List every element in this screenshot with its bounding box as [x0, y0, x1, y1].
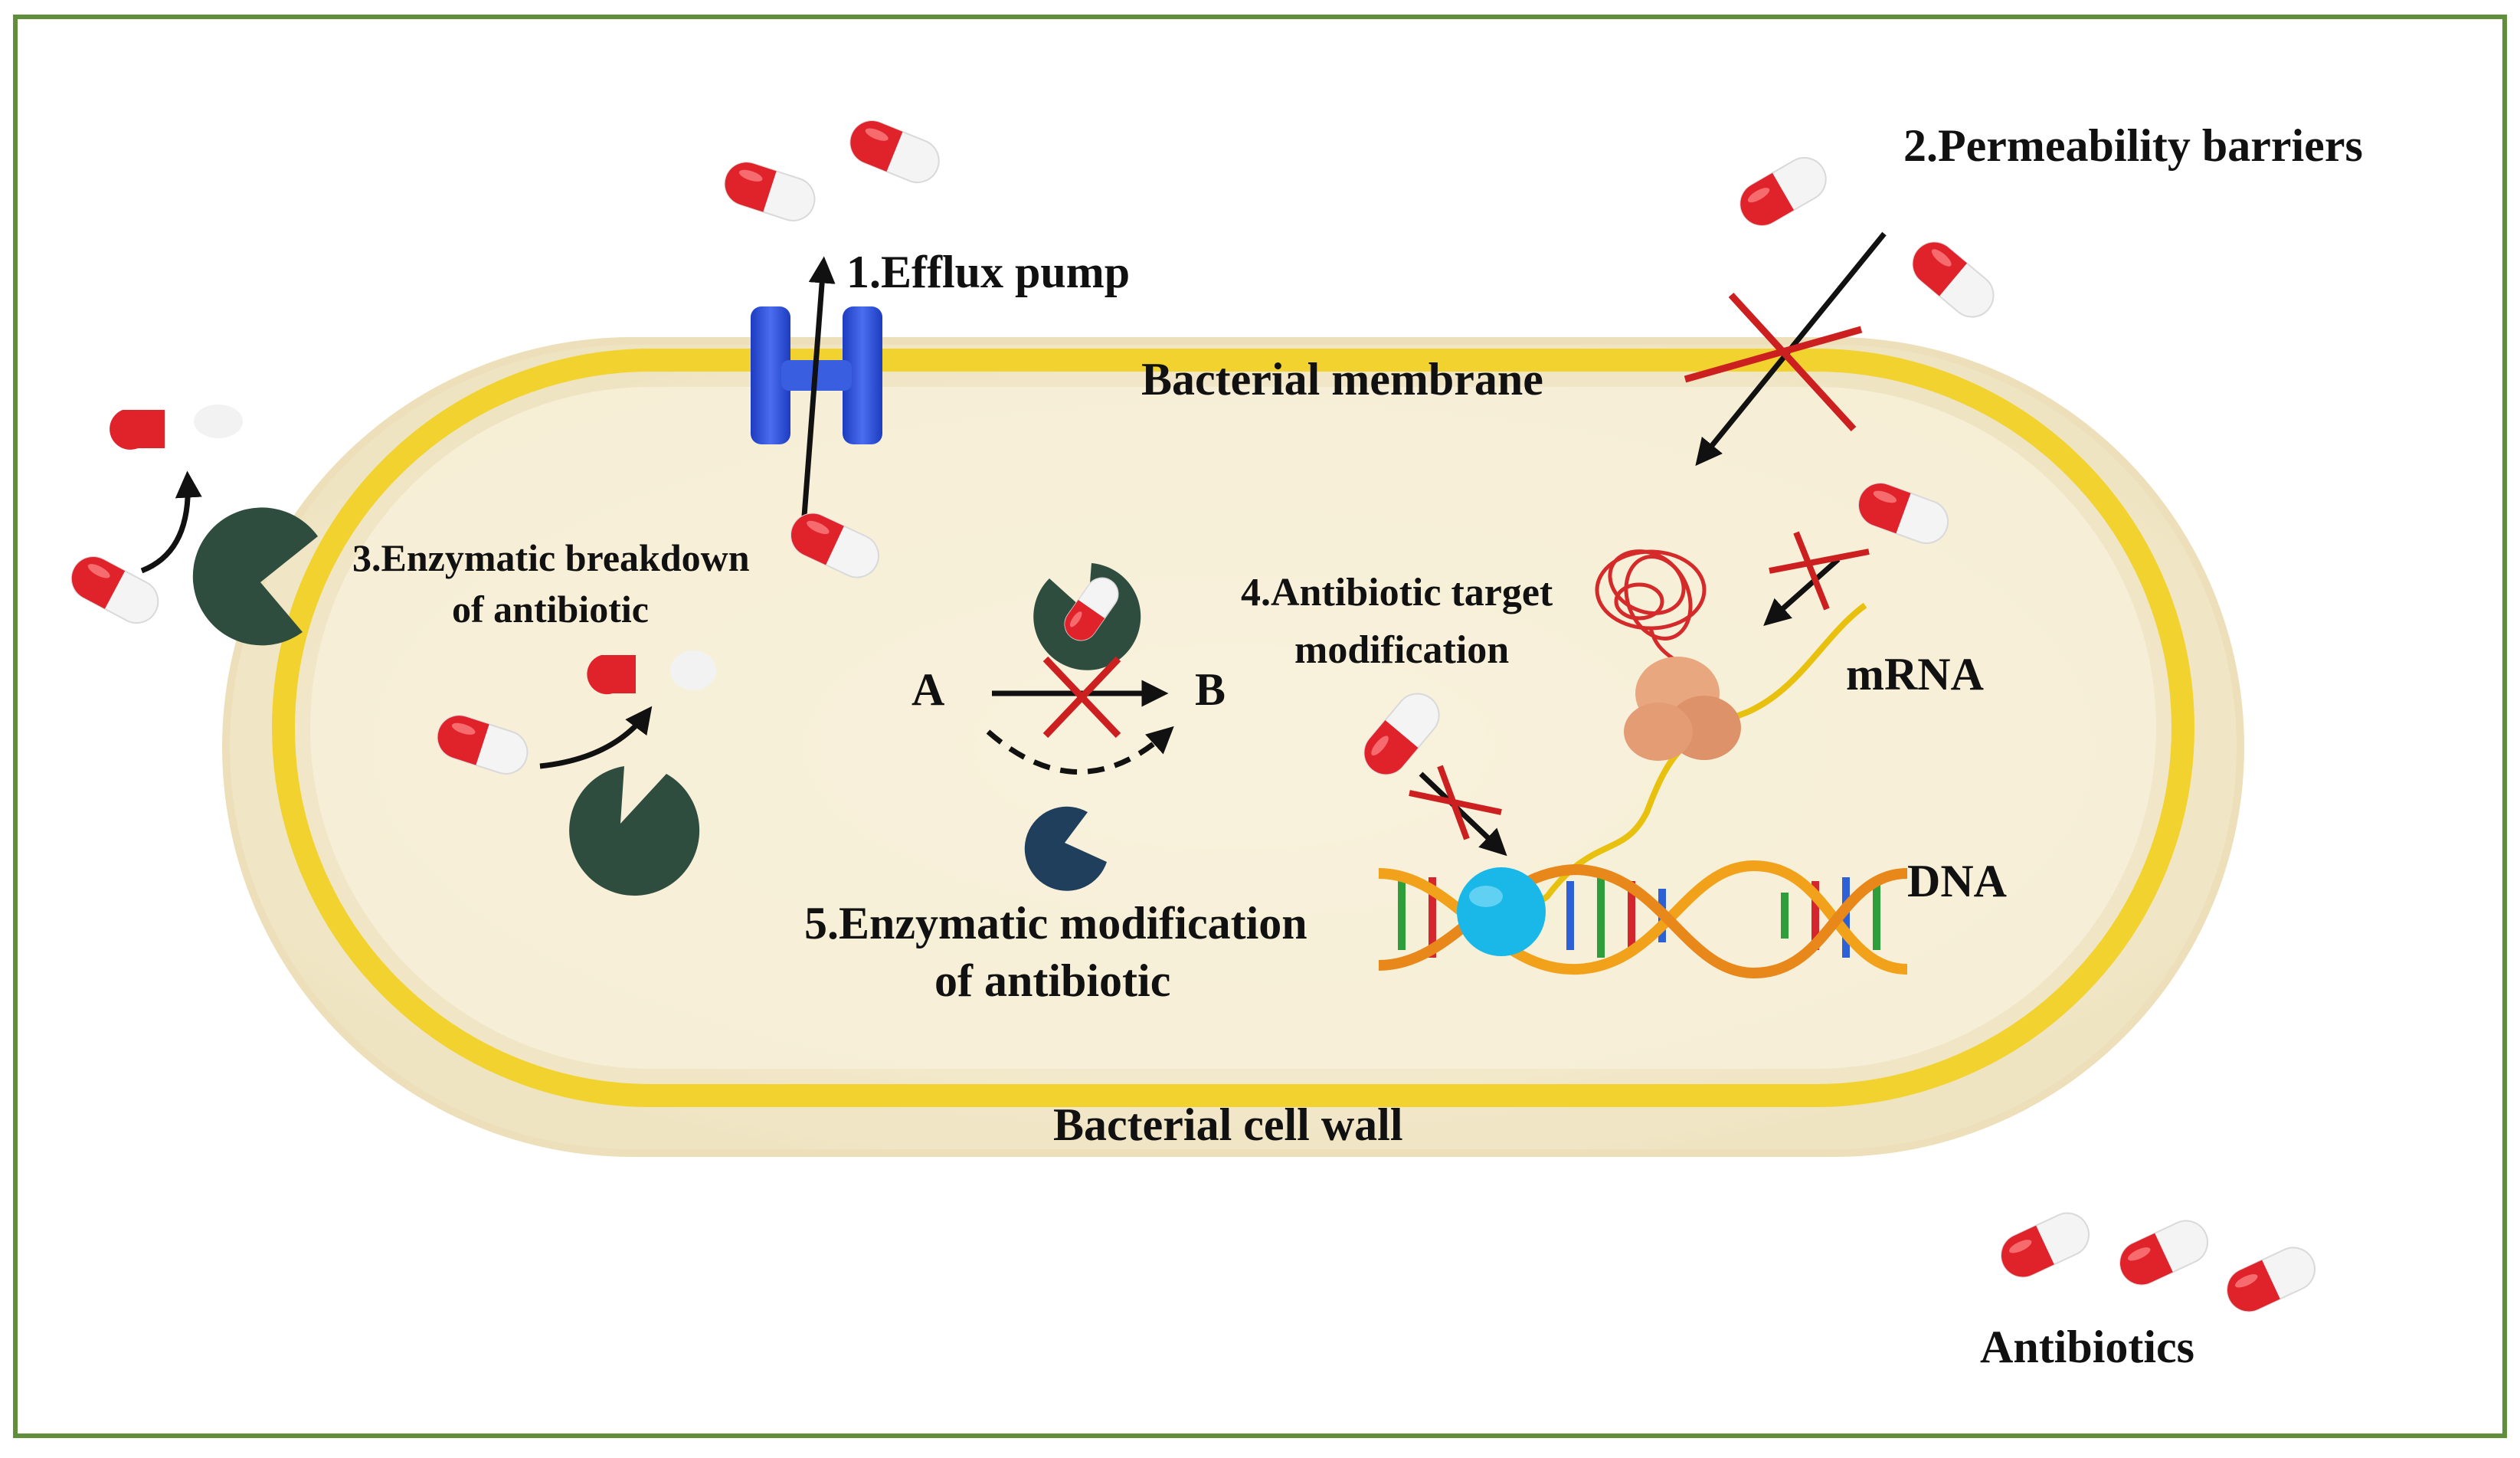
enzyme-blue: [1024, 806, 1107, 891]
bypass-dashed-arrow: [986, 726, 1174, 775]
dna-helix-icon: [1378, 860, 1908, 979]
efflux-arrow: [800, 256, 836, 537]
label-efflux-pump: 1.Efflux pump: [846, 247, 1130, 297]
label-bacterial-cell-wall: Bacterial cell wall: [1053, 1099, 1403, 1150]
breakdown-arrow-inside: [539, 706, 653, 769]
capsule-fragments-icon: [110, 405, 243, 450]
enzyme-outside: [192, 507, 318, 646]
label-dna: DNA: [1907, 856, 2007, 906]
label-antibiotics: Antibiotics: [1980, 1322, 2194, 1372]
label-mrna: mRNA: [1846, 649, 1984, 700]
block-x-icon: [1409, 765, 1502, 840]
block-x-icon: [1684, 292, 1863, 432]
label-enzymatic-modification-1: 5.Enzymatic modification: [804, 898, 1307, 949]
label-point-a: A: [911, 664, 944, 715]
label-point-b: B: [1195, 664, 1226, 715]
enzyme-with-capsule: [1033, 563, 1141, 670]
ribosome-icon: [1624, 657, 1741, 761]
label-permeability-barriers: 2.Permeability barriers: [1903, 120, 2363, 171]
capsule-fragments-icon: [587, 650, 716, 695]
blocked-arrow-dna: [1419, 772, 1507, 857]
block-x-icon: [1042, 656, 1121, 739]
protein-chain-icon: [1595, 549, 1707, 661]
label-target-modification-1: 4.Antibiotic target: [1241, 571, 1553, 614]
efflux-pump: [751, 256, 882, 537]
label-enzymatic-modification-2: of antibiotic: [934, 955, 1170, 1006]
label-enzymatic-breakdown-1: 3.Enzymatic breakdown: [352, 536, 750, 579]
label-bacterial-membrane: Bacterial membrane: [1141, 354, 1543, 405]
label-target-modification-2: modification: [1294, 628, 1509, 672]
membrane-band: [272, 349, 2194, 1107]
blocked-arrow-ribosome: [1763, 557, 1841, 626]
block-x-icon: [1769, 531, 1870, 611]
breakdown-arrow-outside: [140, 470, 202, 574]
dna-binding-site-icon: [1457, 867, 1546, 956]
label-enzymatic-breakdown-2: of antibiotic: [452, 588, 649, 631]
bacterial-cell: [222, 337, 2244, 1157]
enzyme-inside: [569, 766, 700, 896]
